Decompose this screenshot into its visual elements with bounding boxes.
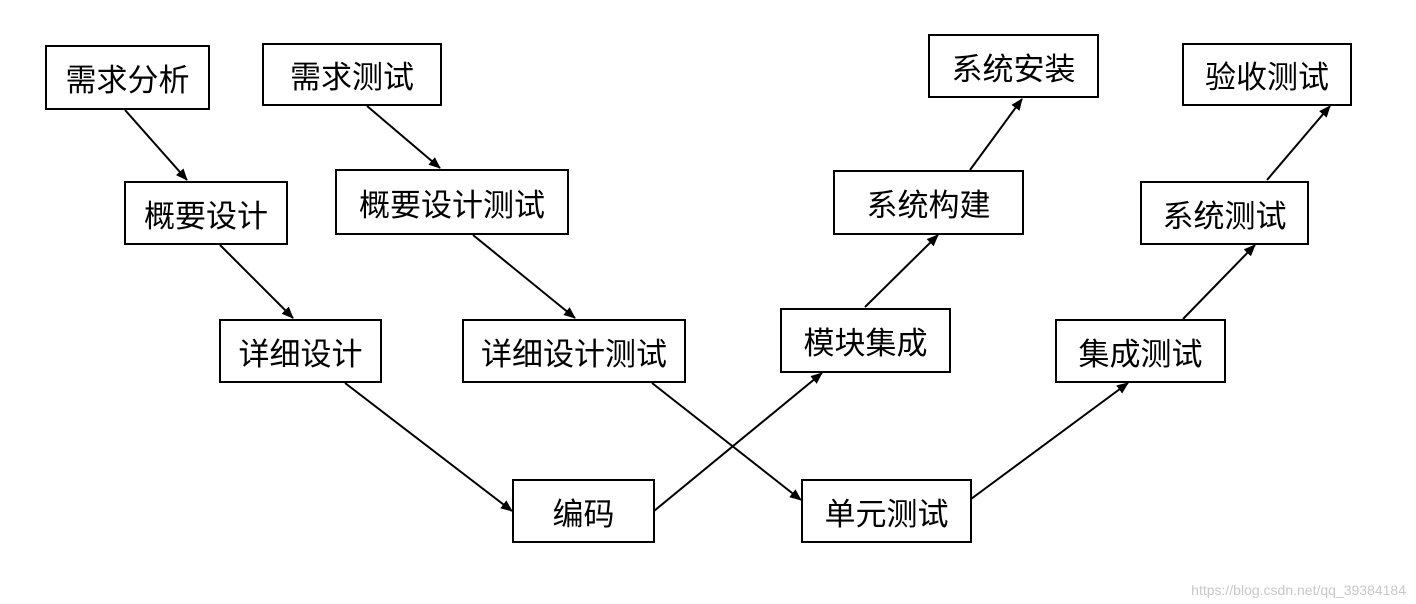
watermark: https://blog.csdn.net/qq_39384184 [1191,582,1406,598]
box-arch-design-test: 概要设计测试 [335,169,569,235]
arrow-coding-to-module-integration [653,372,823,512]
arrow-detail-design-test-to-unit-test [651,382,802,501]
box-acceptance-test: 验收测试 [1182,43,1352,106]
box-integration-test: 集成测试 [1055,319,1226,383]
arrow-arch-design-to-detail-design [219,244,294,319]
arrow-req-analysis-to-arch-design [124,109,188,181]
arrow-detail-design-to-coding [344,382,513,512]
box-unit-test: 单元测试 [801,479,972,543]
arrow-system-test-to-acceptance-test [1266,105,1331,181]
arrow-arch-design-test-to-detail-design-test [472,234,576,319]
box-system-build: 系统构建 [833,170,1024,235]
box-detail-design: 详细设计 [219,319,382,383]
box-arch-design: 概要设计 [124,181,288,245]
box-system-test: 系统测试 [1140,181,1309,245]
box-req-test: 需求测试 [262,43,442,106]
arrow-module-integration-to-system-build [864,234,939,308]
box-coding: 编码 [512,479,655,543]
box-detail-design-test: 详细设计测试 [462,319,686,383]
arrow-system-build-to-system-install [969,98,1023,171]
arrow-integration-test-to-system-test [1182,244,1256,320]
box-req-analysis: 需求分析 [45,45,210,110]
arrow-unit-test-to-integration-test [970,382,1129,500]
arrow-req-test-to-arch-design-test [366,105,441,169]
box-system-install: 系统安装 [928,34,1099,98]
box-module-integration: 模块集成 [780,308,951,373]
